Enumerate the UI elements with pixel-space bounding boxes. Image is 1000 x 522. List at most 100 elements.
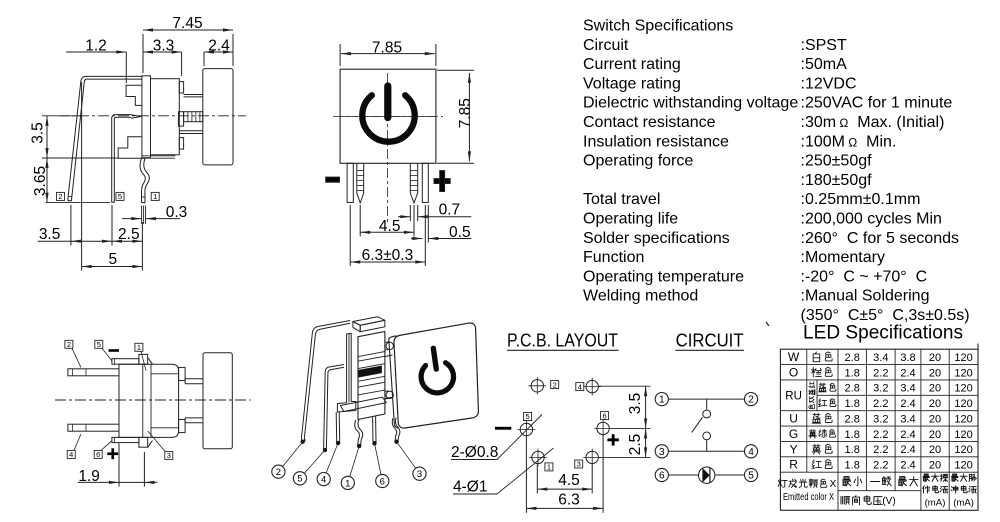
svg-text::Momentary: :Momentary bbox=[801, 249, 885, 266]
svg-text:R: R bbox=[789, 458, 798, 472]
svg-text:7.85: 7.85 bbox=[457, 98, 474, 128]
svg-text:1.8: 1.8 bbox=[845, 398, 860, 410]
svg-text:120: 120 bbox=[954, 460, 972, 472]
svg-text:3.5: 3.5 bbox=[627, 393, 644, 415]
svg-text::SPST: :SPST bbox=[801, 37, 847, 54]
svg-text:4.5: 4.5 bbox=[558, 472, 580, 489]
svg-text:Voltage rating: Voltage rating bbox=[583, 75, 681, 92]
svg-text:1: 1 bbox=[137, 343, 141, 352]
svg-text:2.4: 2.4 bbox=[900, 429, 915, 441]
svg-text:2.5: 2.5 bbox=[118, 226, 140, 243]
svg-text:Function: Function bbox=[583, 249, 644, 266]
svg-text:7.85: 7.85 bbox=[372, 39, 402, 56]
svg-text:2.4: 2.4 bbox=[900, 444, 915, 456]
svg-text:20: 20 bbox=[929, 398, 941, 410]
svg-text:3.5: 3.5 bbox=[29, 122, 46, 144]
svg-text:(mA): (mA) bbox=[953, 498, 974, 509]
svg-text:2.2: 2.2 bbox=[873, 460, 888, 472]
svg-text:3: 3 bbox=[167, 451, 171, 460]
svg-text:Solder specifications: Solder specifications bbox=[583, 230, 730, 247]
svg-text:3.4: 3.4 bbox=[900, 383, 915, 395]
svg-text:4-Ø1: 4-Ø1 bbox=[453, 479, 487, 496]
svg-text::50mA: :50mA bbox=[801, 56, 848, 73]
svg-text:Contact resistance: Contact resistance bbox=[583, 114, 716, 131]
svg-text::Manual Soldering: :Manual Soldering bbox=[801, 288, 930, 305]
svg-text:Y: Y bbox=[790, 442, 798, 456]
svg-text:(mA): (mA) bbox=[925, 498, 946, 509]
svg-text:2.2: 2.2 bbox=[873, 367, 888, 379]
svg-text:Current rating: Current rating bbox=[583, 56, 681, 73]
svg-text:2: 2 bbox=[553, 380, 557, 389]
svg-text:120: 120 bbox=[954, 367, 972, 379]
svg-text:Switch Specifications: Switch Specifications bbox=[583, 18, 733, 35]
svg-text:Insulation resistance: Insulation resistance bbox=[583, 133, 729, 150]
svg-text::250VAC for 1 minute: :250VAC for 1 minute bbox=[801, 95, 953, 112]
svg-text:2.5: 2.5 bbox=[627, 434, 644, 456]
svg-text:4: 4 bbox=[748, 447, 754, 458]
svg-text::180±50gf: :180±50gf bbox=[801, 172, 873, 189]
svg-text:2.4: 2.4 bbox=[900, 398, 915, 410]
svg-text:120: 120 bbox=[954, 413, 972, 425]
svg-text::0.25mm±0.1mm: :0.25mm±0.1mm bbox=[801, 191, 921, 208]
svg-text:2-Ø0.8: 2-Ø0.8 bbox=[451, 444, 498, 461]
svg-text:1: 1 bbox=[659, 395, 665, 406]
svg-text:120: 120 bbox=[954, 383, 972, 395]
svg-text:G: G bbox=[789, 427, 798, 441]
svg-text:3.2: 3.2 bbox=[873, 413, 888, 425]
svg-text:20: 20 bbox=[929, 444, 941, 456]
svg-text:2.2: 2.2 bbox=[873, 429, 888, 441]
svg-text:5: 5 bbox=[108, 251, 117, 268]
svg-text:LED Specifications: LED Specifications bbox=[803, 323, 963, 344]
svg-text:1.8: 1.8 bbox=[845, 444, 860, 456]
svg-text:6: 6 bbox=[380, 476, 385, 487]
svg-text:Operating force: Operating force bbox=[583, 153, 693, 170]
svg-text:3: 3 bbox=[577, 460, 581, 469]
svg-text:3.4: 3.4 bbox=[900, 413, 915, 425]
svg-text:5: 5 bbox=[118, 192, 122, 201]
svg-text:6: 6 bbox=[659, 471, 665, 482]
svg-text:2.4: 2.4 bbox=[900, 367, 915, 379]
svg-text:W: W bbox=[788, 350, 800, 364]
svg-text:5: 5 bbox=[297, 474, 302, 485]
svg-text:(V): (V) bbox=[882, 496, 895, 507]
svg-text:3.2: 3.2 bbox=[873, 383, 888, 395]
svg-text:120: 120 bbox=[954, 398, 972, 410]
svg-text:2.8: 2.8 bbox=[845, 413, 860, 425]
svg-text:4.5: 4.5 bbox=[379, 218, 401, 235]
svg-text:1: 1 bbox=[153, 192, 157, 201]
svg-text:2: 2 bbox=[67, 340, 71, 349]
svg-text:2.2: 2.2 bbox=[873, 398, 888, 410]
svg-text:6.3±0.3: 6.3±0.3 bbox=[362, 247, 414, 264]
svg-text:3.4: 3.4 bbox=[873, 352, 888, 364]
svg-text:20: 20 bbox=[929, 413, 941, 425]
svg-text:1.8: 1.8 bbox=[845, 460, 860, 472]
svg-text:3: 3 bbox=[417, 469, 422, 480]
svg-text:120: 120 bbox=[954, 429, 972, 441]
svg-text:0.3: 0.3 bbox=[166, 204, 188, 221]
svg-text:3.65: 3.65 bbox=[32, 166, 49, 196]
svg-text::200,000 cycles Min: :200,000 cycles Min bbox=[801, 211, 942, 228]
svg-text:P.C.B. LAYOUT: P.C.B. LAYOUT bbox=[507, 329, 618, 350]
svg-text:0.7: 0.7 bbox=[439, 202, 461, 219]
svg-text::250±50gf: :250±50gf bbox=[801, 153, 873, 170]
svg-text:5: 5 bbox=[526, 412, 530, 421]
svg-text::-20° C ~ +70° C: :-20° C ~ +70° C bbox=[801, 268, 928, 285]
svg-text:3.3: 3.3 bbox=[153, 38, 175, 55]
svg-text:Operating temperature: Operating temperature bbox=[583, 268, 744, 285]
svg-text:1.8: 1.8 bbox=[845, 367, 860, 379]
svg-text:1.8: 1.8 bbox=[845, 429, 860, 441]
svg-text:1.2: 1.2 bbox=[85, 38, 107, 55]
svg-text:1: 1 bbox=[345, 478, 350, 489]
svg-text:2: 2 bbox=[58, 192, 62, 201]
svg-text:1.9: 1.9 bbox=[78, 468, 100, 485]
svg-text:4: 4 bbox=[578, 382, 582, 391]
svg-text:Welding method: Welding method bbox=[583, 288, 698, 305]
svg-text:Dielectric withstanding voltag: Dielectric withstanding voltage bbox=[583, 95, 798, 112]
svg-text:Operating life: Operating life bbox=[583, 211, 678, 228]
svg-text:20: 20 bbox=[929, 460, 941, 472]
svg-text:1: 1 bbox=[547, 463, 551, 472]
svg-text:(350° C±5° C,3s±0.5s): (350° C±5° C,3s±0.5s) bbox=[801, 307, 970, 324]
svg-text:0.5: 0.5 bbox=[449, 224, 471, 241]
svg-text:6: 6 bbox=[603, 411, 607, 420]
svg-text:RU: RU bbox=[785, 390, 802, 402]
